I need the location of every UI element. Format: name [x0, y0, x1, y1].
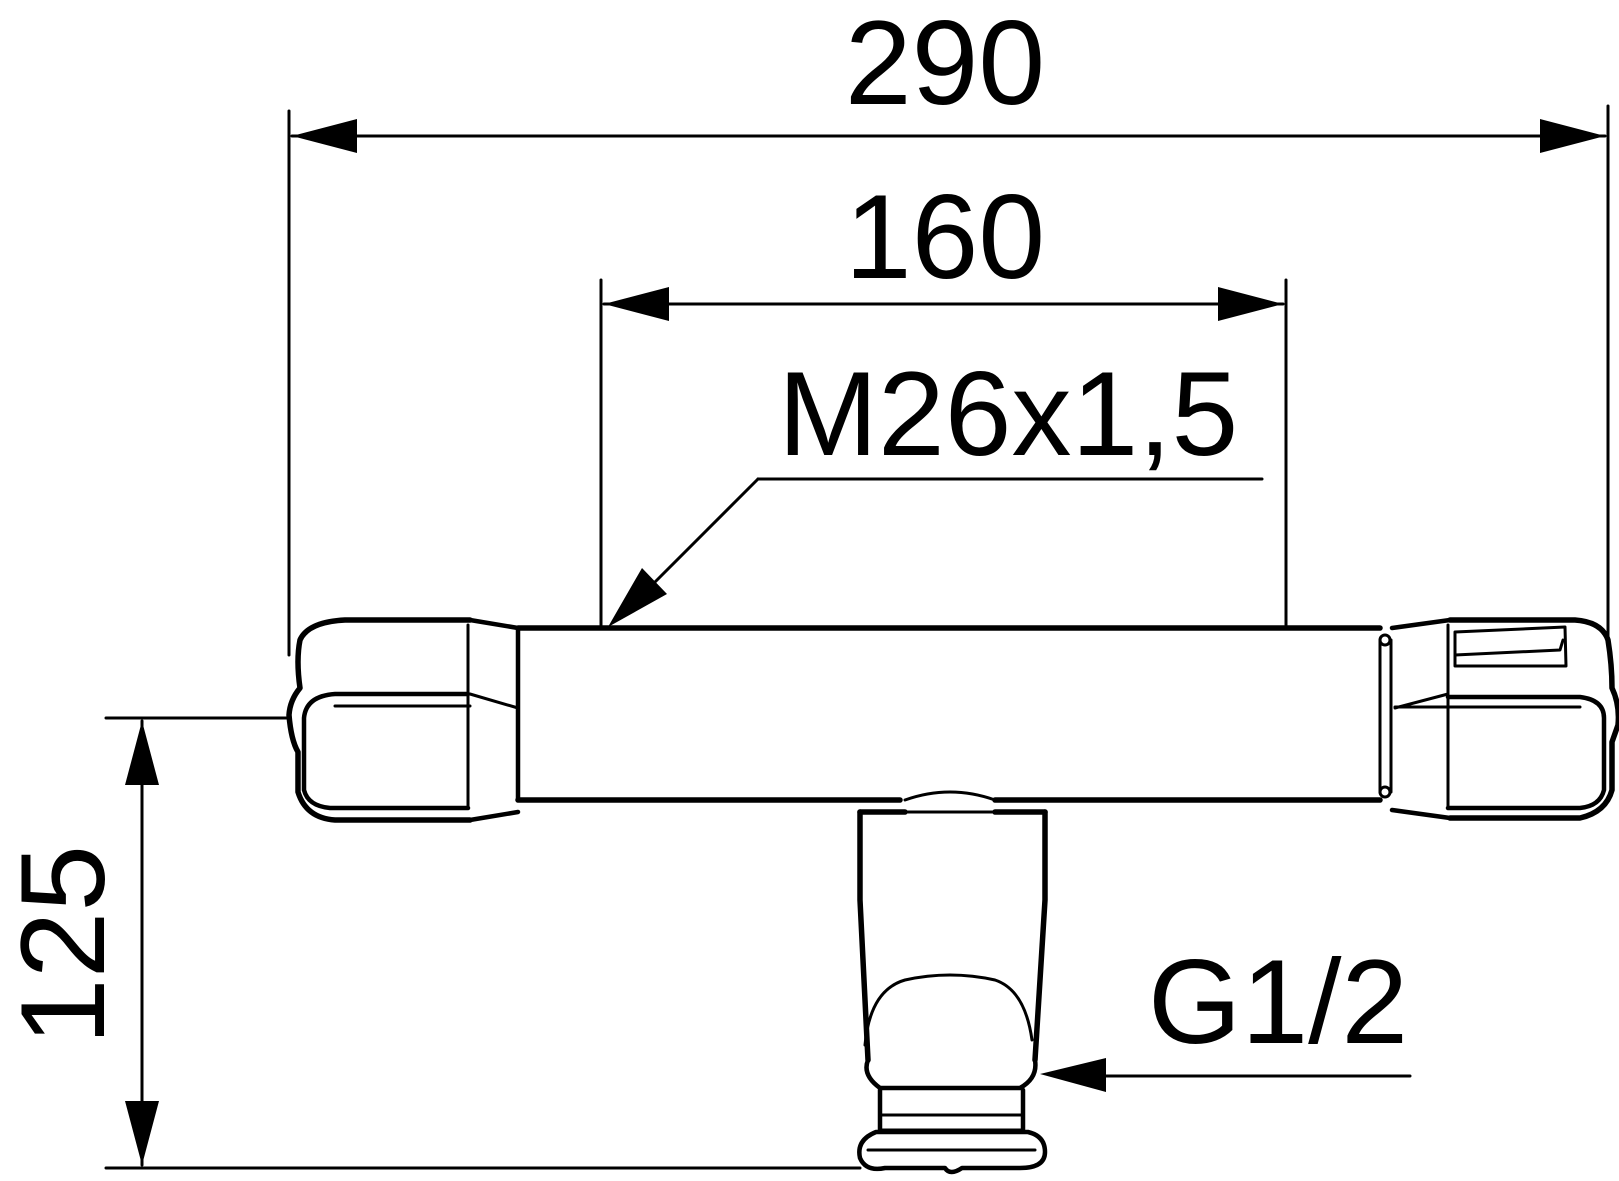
- callout-thread-wall: M26x1,5: [608, 347, 1264, 627]
- dimension-label-125: 125: [0, 845, 130, 1045]
- arrowhead-top: [125, 721, 159, 785]
- outlet-spout: [857, 809, 1048, 1175]
- arrowhead-left: [292, 119, 357, 153]
- left-handle: [286, 617, 521, 823]
- dimension-overall-width: 290: [287, 0, 1610, 657]
- callout-thread-outlet: G1/2: [1040, 935, 1412, 1092]
- right-handle: [1389, 617, 1619, 821]
- thread-label-wall: M26x1,5: [778, 347, 1238, 481]
- dimension-label-290: 290: [845, 0, 1045, 130]
- mixer-body: [286, 617, 1619, 1175]
- arrowhead-right: [1218, 287, 1283, 321]
- arrowhead-left: [604, 287, 669, 321]
- leader-arrowhead: [608, 568, 667, 627]
- dimension-height: 125: [0, 716, 862, 1170]
- dimension-connection-spacing: 160: [599, 170, 1288, 627]
- leader-arrowhead: [1040, 1058, 1106, 1092]
- dimension-label-160: 160: [845, 170, 1045, 304]
- arrowhead-right: [1540, 119, 1605, 153]
- thread-label-outlet: G1/2: [1148, 935, 1408, 1069]
- arrowhead-bottom: [125, 1101, 159, 1165]
